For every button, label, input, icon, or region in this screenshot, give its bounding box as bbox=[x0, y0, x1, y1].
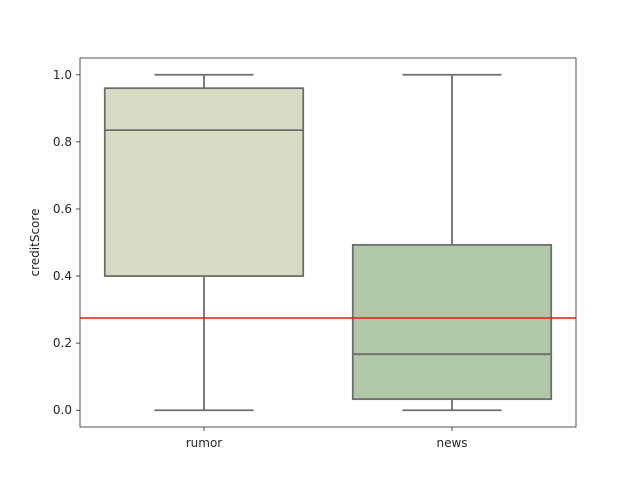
x-axis-ticks: rumor news bbox=[186, 427, 468, 450]
y-tick-label: 0.4 bbox=[53, 269, 72, 283]
y-axis-label: creditScore bbox=[28, 209, 42, 277]
y-tick-label: 0.6 bbox=[53, 202, 72, 216]
box-group-news bbox=[351, 73, 553, 412]
x-tick-label-rumor: rumor bbox=[186, 436, 223, 450]
y-tick-label: 0.8 bbox=[53, 135, 72, 149]
y-axis-ticks: 0.0 0.2 0.4 0.6 0.8 1.0 bbox=[53, 68, 80, 417]
y-tick-label: 1.0 bbox=[53, 68, 72, 82]
x-tick-label-news: news bbox=[436, 436, 467, 450]
y-tick-label: 0.0 bbox=[53, 403, 72, 417]
y-tick-label: 0.2 bbox=[53, 336, 72, 350]
box-group-rumor bbox=[103, 73, 305, 412]
axes-frame bbox=[79, 57, 577, 428]
boxes-layer bbox=[103, 73, 553, 412]
box-news bbox=[351, 243, 553, 401]
box-rumor bbox=[103, 87, 305, 277]
